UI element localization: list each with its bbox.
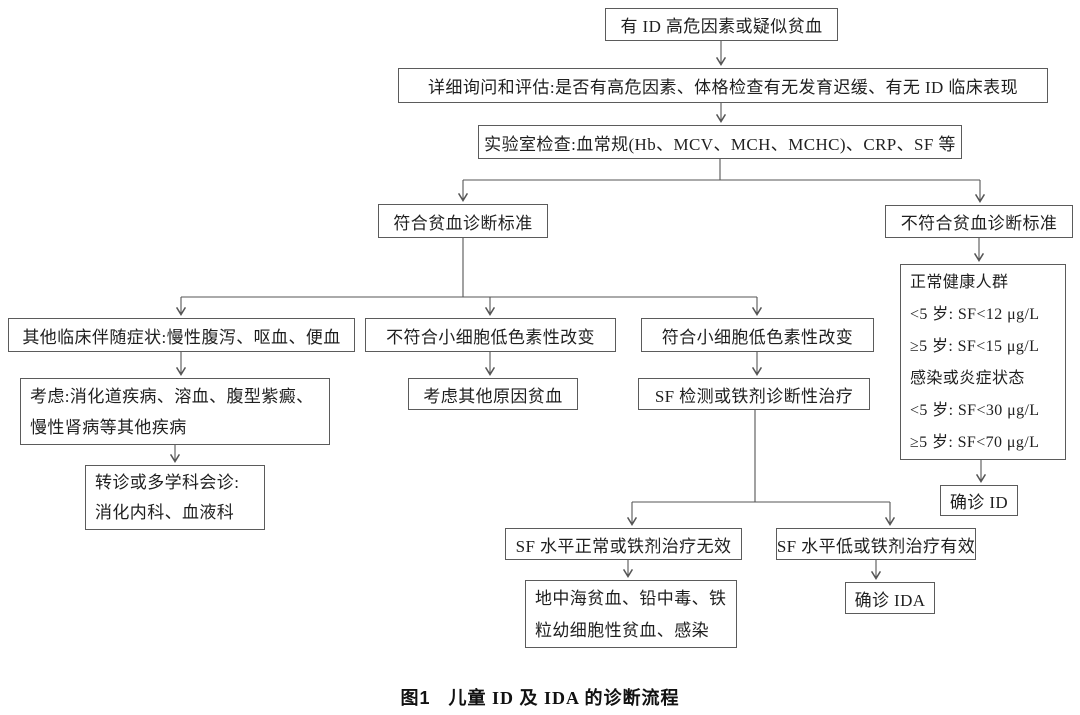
node-history-and-assessment: 详细询问和评估:是否有高危因素、体格检查有无发育迟缓、有无 ID 临床表现: [398, 68, 1048, 103]
node-meets-anemia-criteria: 符合贫血诊断标准: [378, 204, 548, 238]
node-does-not-meet-anemia-criteria: 不符合贫血诊断标准: [885, 205, 1073, 238]
referral-line: 转诊或多学科会诊:: [95, 473, 240, 492]
node-sf-test-or-iron-trial: SF 检测或铁剂诊断性治疗: [638, 378, 870, 410]
node-other-clinical-symptoms: 其他临床伴随症状:慢性腹泻、呕血、便血: [8, 318, 355, 352]
referral-line: 消化内科、血液科: [95, 503, 235, 522]
thalassemia-line: 粒幼细胞性贫血、感染: [535, 621, 709, 640]
node-sf-low-or-iron-effective: SF 水平低或铁剂治疗有效: [776, 528, 976, 560]
node-referral-multidisciplinary: 转诊或多学科会诊: 消化内科、血液科: [85, 465, 265, 530]
reference-line: ≥5 岁: SF<15 μg/L: [910, 338, 1040, 355]
reference-line: <5 岁: SF<30 μg/L: [910, 402, 1040, 419]
figure-caption: 图1 儿童 ID 及 IDA 的诊断流程: [0, 684, 1080, 710]
node-consider-other-anemia: 考虑其他原因贫血: [408, 378, 578, 410]
thalassemia-line: 地中海贫血、铅中毒、铁: [535, 589, 727, 608]
node-start-risk-or-suspected-anemia: 有 ID 高危因素或疑似贫血: [605, 8, 838, 41]
consider-gi-line: 考虑:消化道疾病、溶血、腹型紫癜、: [30, 387, 314, 406]
node-confirm-id: 确诊 ID: [940, 485, 1018, 516]
consider-gi-line: 慢性肾病等其他疾病: [30, 418, 187, 437]
figure-caption-label: 图1: [400, 688, 431, 708]
figure-caption-title: 儿童 ID 及 IDA 的诊断流程: [448, 688, 680, 708]
reference-line: 感染或炎症状态: [910, 370, 1025, 387]
node-confirm-ida: 确诊 IDA: [845, 582, 935, 614]
node-microcytic-hypochromic: 符合小细胞低色素性改变: [641, 318, 874, 352]
node-consider-gi-diseases: 考虑:消化道疾病、溶血、腹型紫癜、 慢性肾病等其他疾病: [20, 378, 330, 445]
node-not-microcytic-hypochromic: 不符合小细胞低色素性改变: [365, 318, 616, 352]
reference-line: 正常健康人群: [910, 274, 1009, 291]
connector-arrows: [169, 40, 987, 581]
node-laboratory-tests: 实验室检查:血常规(Hb、MCV、MCH、MCHC)、CRP、SF 等: [478, 125, 962, 159]
node-sf-normal-or-iron-ineffective: SF 水平正常或铁剂治疗无效: [505, 528, 742, 560]
reference-line: ≥5 岁: SF<70 μg/L: [910, 434, 1040, 451]
reference-line: <5 岁: SF<12 μg/L: [910, 306, 1040, 323]
node-thalassemia-lead-sideroblastic: 地中海贫血、铅中毒、铁 粒幼细胞性贫血、感染: [525, 580, 737, 648]
node-sf-reference-thresholds: 正常健康人群 <5 岁: SF<12 μg/L ≥5 岁: SF<15 μg/L…: [900, 264, 1066, 460]
